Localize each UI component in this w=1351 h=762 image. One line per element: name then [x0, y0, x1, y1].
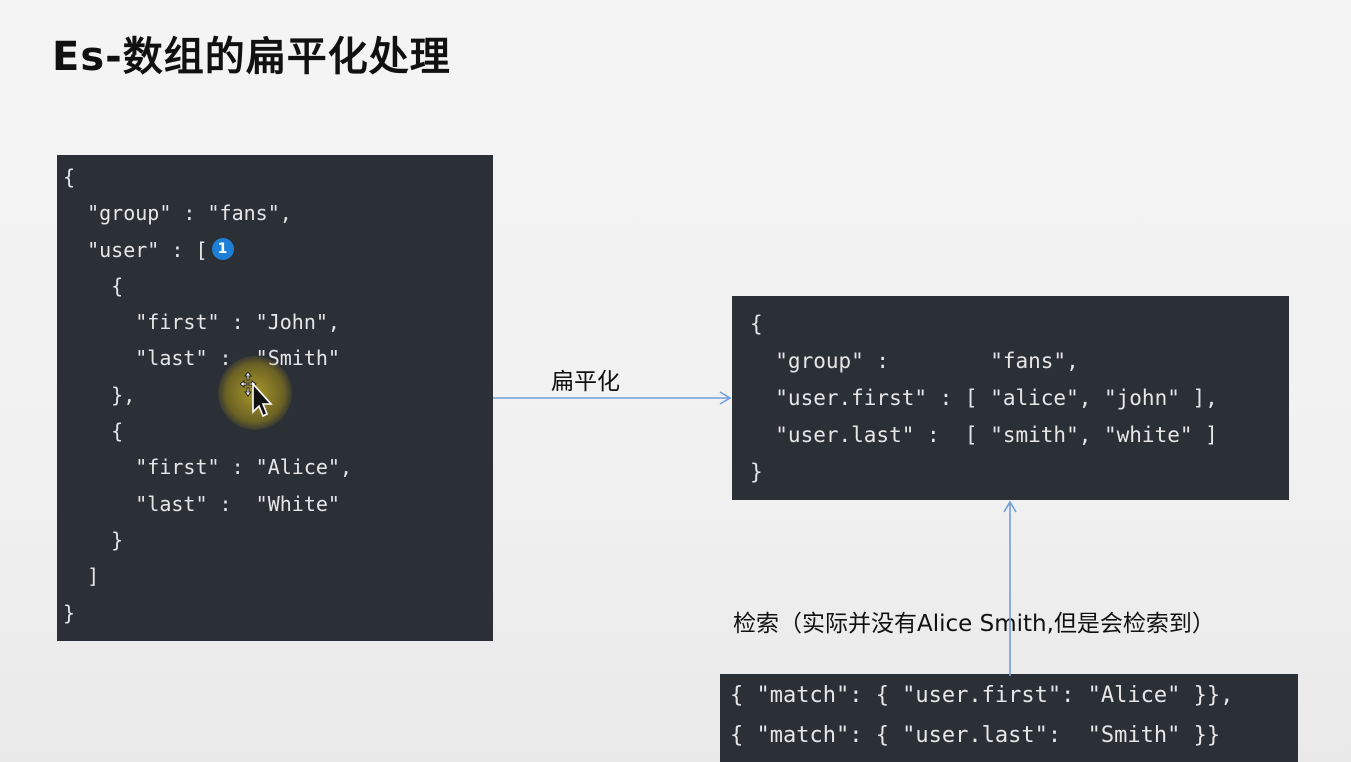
code-line: "user" : [1 [63, 232, 493, 268]
code-line: { "match": { "user.first": "Alice" }}, [730, 683, 1234, 708]
code-line: }, [63, 382, 136, 407]
code-line-text: "user" : [ [63, 237, 208, 262]
code-line: { [63, 419, 124, 444]
code-line: { [63, 165, 76, 189]
numbered-circle-icon: 1 [211, 238, 234, 261]
search-arrow-head [1003, 500, 1017, 513]
code-line: { [63, 273, 124, 298]
code-line: ] [63, 564, 100, 589]
code-line: { [750, 312, 763, 336]
code-line: } [63, 600, 76, 625]
flatten-label: 扁平化 [551, 369, 620, 395]
flatten-arrow-head [719, 391, 732, 405]
flattened-document-code: { "group" : "fans", "user.first" : [ "al… [732, 296, 1289, 500]
code-line: "user.first" : [ "alice", "john" ], [750, 386, 1218, 410]
search-query-code: { "match": { "user.first": "Alice" }}, { … [720, 674, 1298, 762]
code-line: } [63, 527, 124, 552]
code-line: { "match": { "user.last": "Smith" }} [730, 723, 1221, 748]
search-label: 检索（实际并没有Alice Smith,但是会检索到） [733, 611, 1215, 637]
move-cursor-icon [240, 372, 273, 418]
code-line: } [750, 460, 763, 484]
page-title: Es-数组的扁平化处理 [52, 34, 451, 80]
code-line: "first" : "John", [63, 310, 340, 335]
code-line: "group" : "fans", [63, 201, 292, 226]
code-line: "group" : "fans", [750, 349, 1079, 373]
code-line: "user.last" : [ "smith", "white" ] [750, 423, 1218, 447]
code-line: "last" : "White" [63, 491, 340, 516]
code-line: "first" : "Alice", [63, 455, 352, 480]
